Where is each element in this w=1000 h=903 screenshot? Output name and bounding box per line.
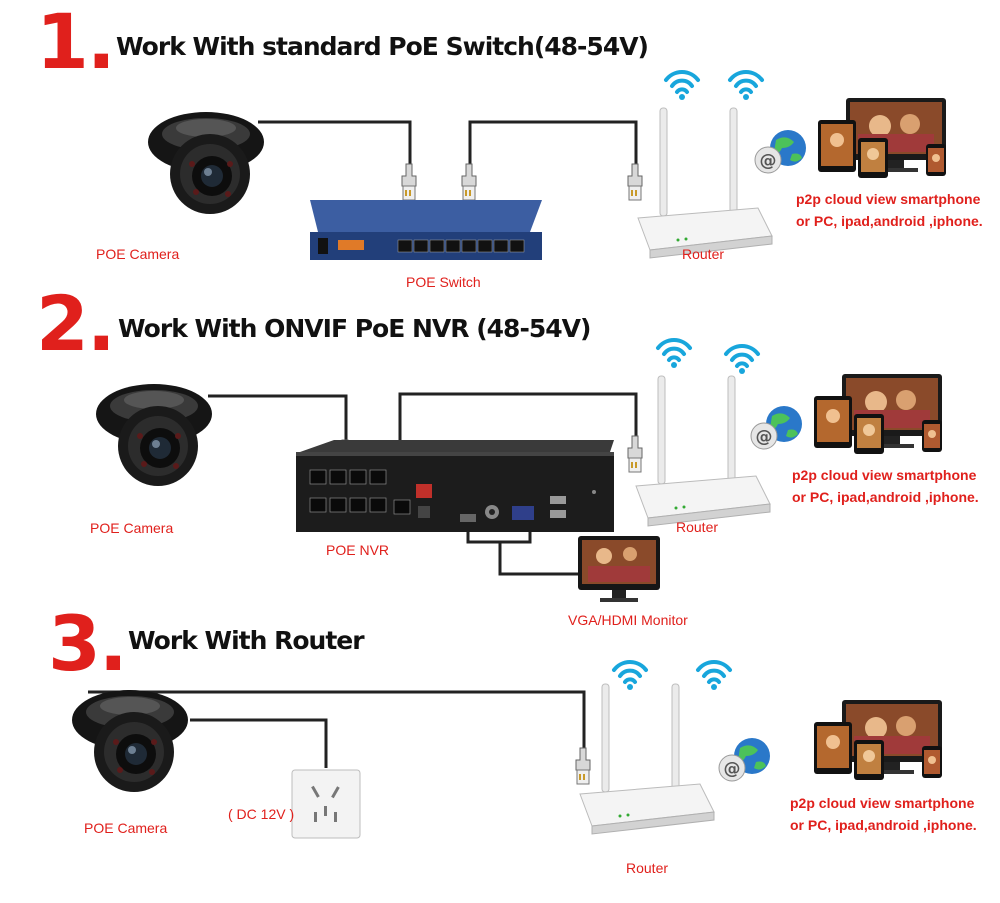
s2-monitor-label: VGA/HDMI Monitor <box>568 612 688 628</box>
s3-wifi-icon-right <box>696 660 732 692</box>
s2-poe-nvr-icon <box>296 440 614 532</box>
s2-router-icon <box>635 375 771 527</box>
s3-plug-1 <box>575 747 591 785</box>
s1-plug-3 <box>627 163 643 201</box>
s2-nvr-label: POE NVR <box>326 542 390 558</box>
s1-cables <box>258 120 638 168</box>
s2-number: 2. <box>36 279 116 368</box>
s1-router-icon <box>637 107 773 259</box>
s1-title: Work With standard PoE Switch(48-54V) <box>116 32 649 61</box>
s2-camera-icon <box>96 384 212 486</box>
s3-devices-icon <box>814 700 942 780</box>
s3-number: 3. <box>48 599 128 688</box>
s2-devices-icon <box>814 374 942 454</box>
s1-plug-1 <box>401 163 417 201</box>
s1-camera-label: POE Camera <box>96 246 180 262</box>
s2-wifi-icon-right <box>724 344 760 376</box>
s2-router-label: Router <box>676 519 719 535</box>
s1-plug-2 <box>461 163 477 201</box>
s1-p2p-label: p2p cloud view smartphone or PC, ipad,an… <box>796 191 983 229</box>
s2-p2p-label: p2p cloud view smartphone or PC, ipad,an… <box>792 467 979 505</box>
s3-p2p-label: p2p cloud view smartphone or PC, ipad,an… <box>790 795 977 833</box>
s1-router-label: Router <box>682 246 725 262</box>
s2-globe-icon <box>750 405 803 450</box>
s2-cables <box>208 392 638 576</box>
s3-router-icon <box>579 683 715 835</box>
s1-number: 1. <box>36 0 116 86</box>
s1-wifi-icon-left <box>664 70 700 102</box>
s1-poe-switch-icon <box>310 200 542 260</box>
s3-camera-icon <box>72 690 188 792</box>
s1-devices-icon <box>818 98 946 178</box>
s3-power-outlet-icon <box>291 769 361 839</box>
s1-wifi-icon-right <box>728 70 764 102</box>
s2-plug-2 <box>627 435 643 473</box>
s3-title: Work With Router <box>128 626 365 655</box>
s3-wifi-icon-left <box>612 660 648 692</box>
s3-camera-label: POE Camera <box>84 820 168 836</box>
s3-globe-icon <box>718 737 771 782</box>
s1-switch-label: POE Switch <box>406 274 481 290</box>
s1-camera-icon <box>148 112 264 214</box>
s1-globe-icon <box>754 129 807 174</box>
s3-power-label: ( DC 12V ) <box>228 806 295 822</box>
s2-monitor-icon <box>578 536 660 602</box>
s3-cables <box>88 690 586 768</box>
s2-title: Work With ONVIF PoE NVR (48-54V) <box>118 314 591 343</box>
s2-wifi-icon-left <box>656 338 692 370</box>
s3-router-label: Router <box>626 860 669 876</box>
s2-camera-label: POE Camera <box>90 520 174 536</box>
